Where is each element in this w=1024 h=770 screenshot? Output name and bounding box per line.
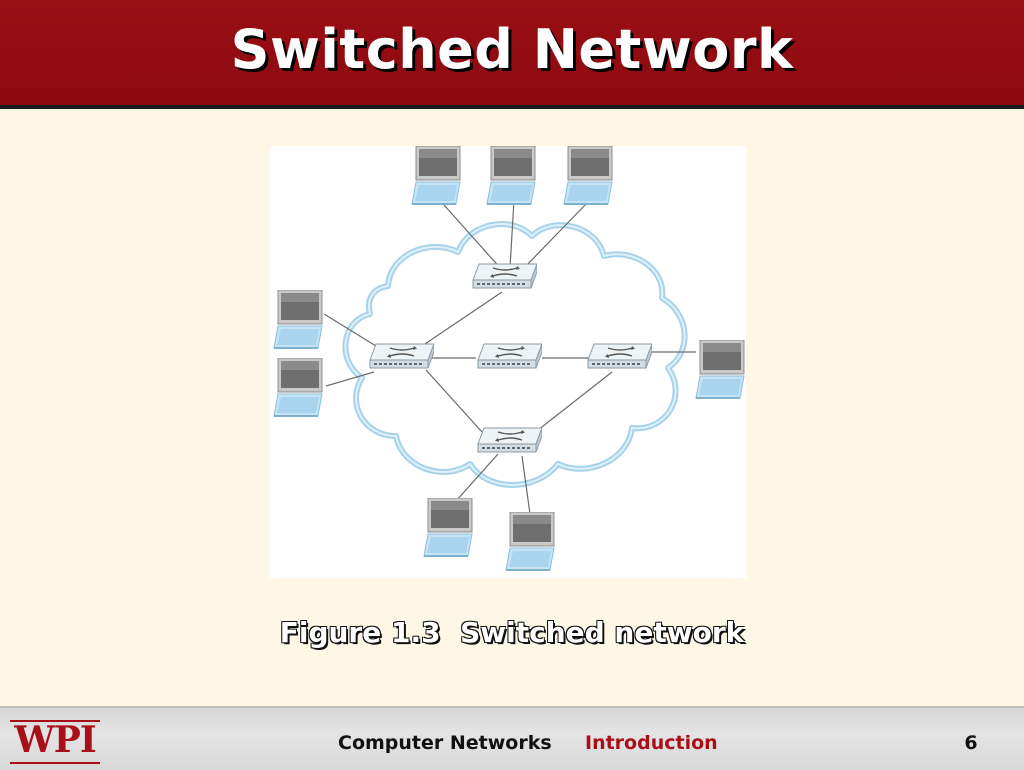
computer-left-1 xyxy=(273,290,323,349)
network-links xyxy=(323,195,696,515)
computer-top-2 xyxy=(486,146,536,205)
switch-top xyxy=(472,263,537,289)
computer-bottom-1 xyxy=(423,498,473,557)
slide-footer: WPI Computer Networks Introduction 6 xyxy=(0,706,1024,770)
logo-rule-bottom xyxy=(10,762,100,764)
switched-network-figure xyxy=(270,146,746,578)
footer-course: Computer Networks xyxy=(338,732,552,754)
switch-center xyxy=(477,343,542,369)
computer-top-1 xyxy=(411,146,461,205)
switch-right xyxy=(587,343,652,369)
footer-topic: Introduction xyxy=(585,732,718,754)
title-bar: Switched Network xyxy=(0,0,1024,109)
figure-caption: Figure 1.3 Switched network xyxy=(279,616,745,649)
computer-left-2 xyxy=(273,358,323,417)
logo-rule-top xyxy=(10,720,100,722)
network-diagram xyxy=(273,146,745,571)
computer-bottom-2 xyxy=(505,512,555,571)
computer-right xyxy=(695,340,745,399)
page-number: 6 xyxy=(964,732,978,754)
computer-top-3 xyxy=(563,146,613,205)
switch-bottom xyxy=(477,427,542,453)
wpi-logo: WPI xyxy=(8,720,102,764)
slide-title: Switched Network xyxy=(230,18,794,81)
switch-left xyxy=(369,343,434,369)
logo-text: WPI xyxy=(14,719,96,761)
